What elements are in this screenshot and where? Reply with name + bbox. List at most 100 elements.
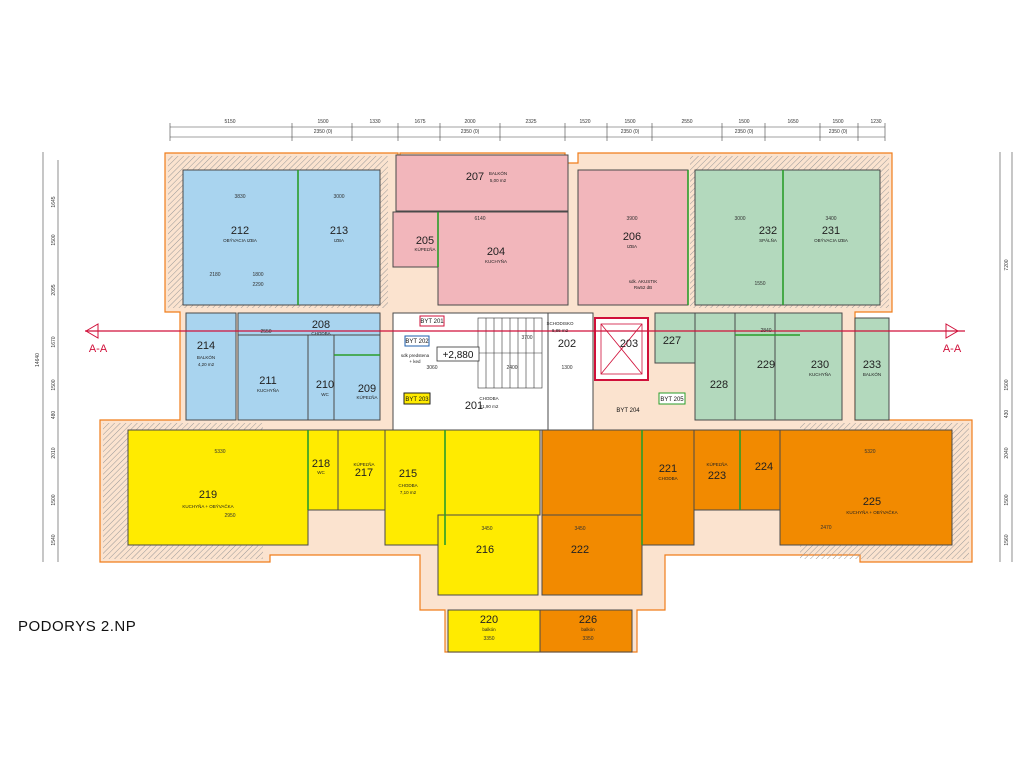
dim-top2-0: 2350 (0) [314, 129, 333, 135]
apartment-tags: BYT 201 BYT 202 BYT 203 BYT 204 BYT 205 [403, 315, 686, 414]
dim-213b: 2290 [252, 282, 263, 288]
room-222[interactable] [541, 514, 643, 596]
room-214-area: 4,20 m2 [198, 362, 215, 367]
room-226[interactable] [539, 609, 633, 653]
dim-right-3: 2040 [1004, 447, 1010, 458]
apartment-tag-201: BYT 201 [420, 319, 444, 325]
apartment-tag-204: BYT 204 [616, 408, 640, 414]
room-205[interactable] [392, 211, 439, 268]
room-201-number: 201 [465, 400, 483, 412]
room-207[interactable] [395, 154, 569, 212]
partition-note: sdk predstena [401, 353, 430, 358]
rooms [127, 154, 953, 653]
room-222-upper[interactable] [541, 429, 643, 516]
dim-top2-1: 2350 (0) [461, 129, 480, 135]
room-217[interactable] [337, 429, 386, 511]
room-228[interactable] [694, 312, 736, 421]
room-232[interactable] [694, 169, 784, 306]
room-210-name: WC [321, 392, 329, 397]
room-208[interactable] [237, 312, 381, 336]
room-227[interactable] [654, 312, 696, 364]
dimension-lines [42, 126, 1013, 562]
dim-left-8: 1540 [51, 534, 57, 545]
dim-left-2: 2095 [51, 284, 57, 295]
room-207-area: 5,00 m2 [490, 178, 507, 183]
room-204-number: 204 [487, 246, 505, 258]
room-201[interactable] [392, 312, 549, 431]
room-233[interactable] [854, 317, 890, 421]
room-227-number: 227 [663, 335, 681, 347]
room-231[interactable] [782, 169, 881, 306]
dim-left-1: 1500 [51, 234, 57, 245]
dim-216: 3450 [481, 526, 492, 532]
room-220[interactable] [447, 609, 541, 653]
room-213[interactable] [297, 169, 381, 306]
room-233-number: 233 [863, 359, 881, 371]
dim-212c: 1800 [252, 272, 263, 278]
room-216-yellow-upper[interactable] [444, 429, 541, 516]
room-202[interactable] [547, 312, 594, 431]
room-214-name: BALKÓN [197, 354, 215, 360]
room-202-area: 8,86 m2 [552, 328, 569, 333]
room-211[interactable] [237, 334, 309, 421]
dim-top-7: 1500 [624, 119, 635, 125]
room-212[interactable] [182, 169, 299, 306]
room-221[interactable] [641, 429, 695, 546]
dim-top-8: 2550 [681, 119, 692, 125]
room-209-name: KÚPEĽŇA [356, 394, 377, 400]
room-204[interactable] [437, 211, 569, 306]
drawing-title: PODORYS 2.NP [18, 618, 137, 635]
dim-left-3: 1670 [51, 336, 57, 347]
room-206[interactable] [577, 169, 689, 306]
room-207-name: BALKÓN [489, 170, 507, 176]
section-mark-right: A-A [943, 343, 962, 355]
room-225[interactable] [779, 429, 953, 546]
room-215-name: CHODBA [398, 483, 417, 488]
dim-201b: 3060 [426, 365, 437, 371]
room-210[interactable] [307, 334, 335, 421]
dim-top-5: 2325 [525, 119, 536, 125]
room-219[interactable] [127, 429, 309, 546]
room-223-name: KÚPEĽŇA [706, 461, 727, 467]
dimension-ticks-top [169, 123, 886, 141]
room-218-name: WC [317, 470, 325, 475]
dim-left-7: 1500 [51, 494, 57, 505]
dim-left-0: 1645 [51, 196, 57, 207]
dim-231: 3400 [825, 216, 836, 222]
dim-top-3: 1675 [414, 119, 425, 125]
room-212-number: 212 [231, 225, 249, 237]
room-223[interactable] [693, 429, 741, 511]
room-206-name: IZBA [627, 244, 637, 249]
room-218[interactable] [307, 429, 339, 511]
dim-right-4: 1500 [1004, 494, 1010, 505]
room-213-name: IZBA [334, 238, 344, 243]
room-222-number: 222 [571, 544, 589, 556]
acoustic-value: Rw52 dB [634, 285, 652, 290]
dim-top-2: 1330 [369, 119, 380, 125]
apartment-tag-203: BYT 203 [405, 397, 429, 403]
top-dimension-labels: 5150 1500 1330 1675 2000 2325 1520 1500 … [224, 119, 881, 135]
room-216[interactable] [437, 514, 539, 596]
room-225-number: 225 [863, 496, 881, 508]
dim-231b: 1550 [754, 281, 765, 287]
room-202-name: SCHODISKO [546, 321, 574, 326]
dim-201: 2400 [506, 365, 517, 371]
dim-top-9: 1500 [738, 119, 749, 125]
dim-222: 3450 [574, 526, 585, 532]
room-202-number: 202 [558, 338, 576, 350]
dim-top-6: 1520 [579, 119, 590, 125]
room-203-number: 203 [620, 338, 638, 350]
room-208-number: 208 [312, 319, 330, 331]
room-229-number: 229 [757, 359, 775, 371]
partition-walls [297, 170, 800, 545]
room-labels: 212 OBÝVACIA IZBA 213 IZBA 208 CHODBA 21… [182, 170, 897, 632]
room-221-name: CHODBA [658, 476, 677, 481]
dim-225: 5320 [864, 449, 875, 455]
dim-top2-3: 2350 (0) [735, 129, 754, 135]
dim-top-11: 1500 [832, 119, 843, 125]
room-230[interactable] [774, 312, 843, 421]
room-209[interactable] [333, 334, 381, 421]
dim-right-0: 7200 [1004, 259, 1010, 270]
room-211-number: 211 [259, 375, 277, 387]
